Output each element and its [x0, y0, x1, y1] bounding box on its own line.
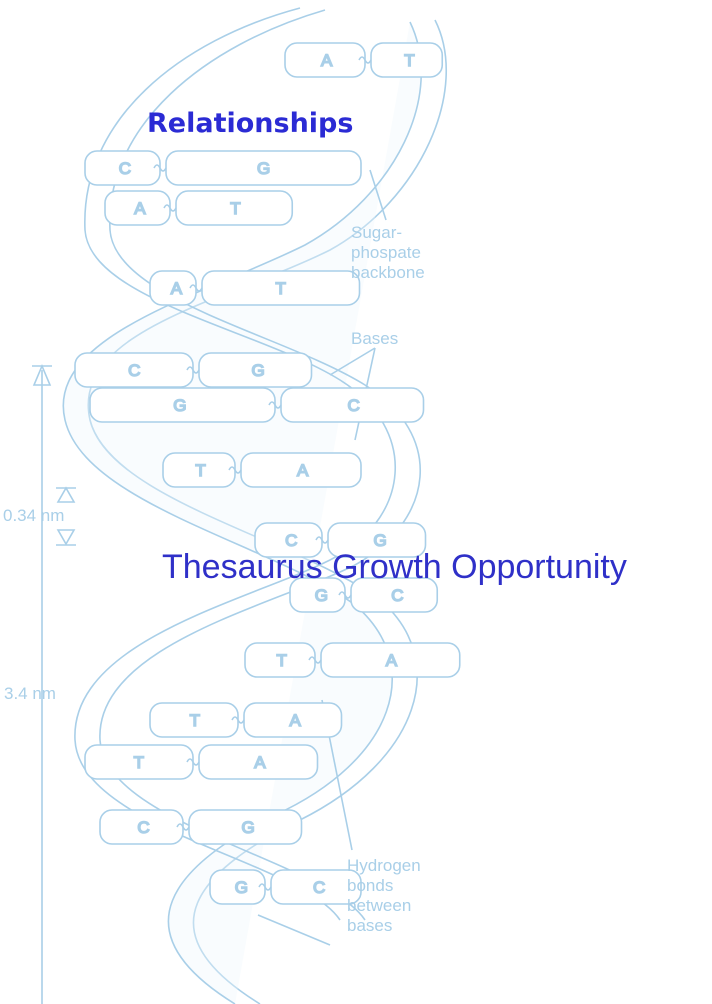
slide-subtitle: Thesaurus Growth Opportunity: [162, 548, 627, 586]
base-pair-14-left-base: G: [235, 878, 248, 897]
base-pair-12-left-base: T: [134, 753, 144, 772]
base-pair-6-hydrogen-bond: [268, 401, 282, 409]
base-pair-8-left-base: C: [285, 531, 297, 550]
pitch-arrow-top: [32, 363, 52, 386]
base-pair-11-left-base: T: [190, 711, 200, 730]
rise-arrow-top: [56, 486, 76, 503]
base-pair-4-right-base: T: [276, 279, 286, 298]
backbone-label-line-2: phospate: [351, 243, 421, 262]
base-pair-14-hydrogen-bond: [258, 883, 272, 891]
base-pair-12-hydrogen-bond: [186, 758, 200, 766]
base-pair-3-left-base: A: [134, 199, 146, 218]
hydrogen-label-line-2: bonds: [347, 876, 393, 895]
base-pair-2-hydrogen-bond: [153, 164, 167, 172]
base-pair-5-right-base: G: [252, 361, 265, 380]
base-pair-5-hydrogen-bond: [186, 366, 200, 374]
rise-label: 0.34 nm: [3, 506, 64, 525]
base-pair-11-hydrogen-bond: [231, 716, 245, 724]
base-pair-12-right-base: A: [254, 753, 266, 772]
bases-label: Bases: [351, 329, 398, 348]
base-pair-10-hydrogen-bond: [308, 656, 322, 664]
backbone-pointer: [369, 169, 387, 221]
base-pair-6-left-base: G: [173, 396, 186, 415]
base-pair-9-left-base: G: [315, 586, 328, 605]
base-pair-11-right-base: A: [290, 711, 302, 730]
base-pair-1-right-base: T: [404, 51, 414, 70]
base-pair-7-right-base: A: [297, 461, 309, 480]
rise-arrow-bottom: [56, 529, 76, 546]
base-pair-4-hydrogen-bond: [189, 284, 203, 292]
base-pair-1-left-base: A: [321, 51, 333, 70]
pitch-label: 3.4 nm: [4, 684, 56, 703]
base-pair-14-right-base: C: [313, 878, 325, 897]
base-pair-8-hydrogen-bond: [315, 536, 329, 544]
base-pair-9-right-base: C: [391, 586, 403, 605]
base-pair-7-left-base: T: [195, 461, 205, 480]
base-pair-3-hydrogen-bond: [163, 204, 177, 212]
base-pair-6-right-base: C: [348, 396, 360, 415]
backbone-label-line-1: Sugar-: [351, 223, 402, 242]
base-pair-8-right-base: G: [374, 531, 387, 550]
hydrogen-label-line-3: between: [347, 896, 411, 915]
hydrogen-label-line-1: Hydrogen: [347, 856, 421, 875]
base-pair-10-right-base: A: [386, 651, 398, 670]
base-pair-13-left-base: C: [137, 818, 149, 837]
helix-strand-b-inner: [99, 9, 422, 921]
hydrogen-label-line-4: bases: [347, 916, 392, 935]
base-pair-9-hydrogen-bond: [338, 591, 352, 599]
backbone-label: Sugar- phospate backbone: [351, 223, 425, 282]
base-pair-13-right-base: G: [242, 818, 255, 837]
base-pair-10-left-base: T: [277, 651, 287, 670]
slide-title: Relationships: [147, 108, 354, 139]
base-pair-5-left-base: C: [128, 361, 140, 380]
base-pair-7-hydrogen-bond: [228, 466, 242, 474]
base-pair-3-right-base: T: [230, 199, 240, 218]
base-pair-2-right-base: G: [257, 159, 270, 178]
hydrogen-pointer-2: [257, 914, 331, 946]
backbone-label-line-3: backbone: [351, 263, 425, 282]
base-pair-4-left-base: A: [171, 279, 183, 298]
base-pair-13-hydrogen-bond: [176, 823, 190, 831]
bases-pointer-1: [329, 347, 376, 376]
hydrogen-label: Hydrogen bonds between bases: [347, 856, 421, 935]
base-pair-2-left-base: C: [119, 159, 131, 178]
base-pair-1-hydrogen-bond: [358, 56, 372, 64]
